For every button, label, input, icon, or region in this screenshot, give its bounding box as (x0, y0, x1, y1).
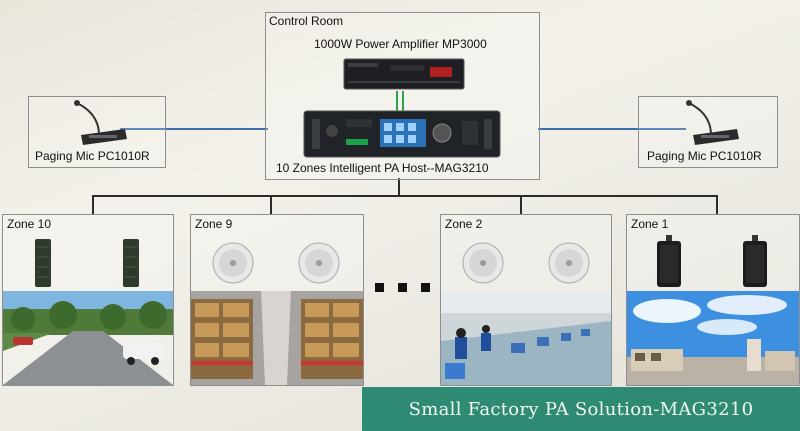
ceiling-speaker-icon (212, 242, 254, 284)
wall-box-speaker-icon (743, 235, 767, 287)
wall-box-speaker-icon (657, 235, 681, 287)
power-amplifier-device (343, 58, 465, 90)
ceiling-speaker-icon (548, 242, 590, 284)
paging-mic-right-box: Paging Mic PC1010R (638, 96, 778, 168)
warehouse-photo (191, 291, 363, 385)
more-zones-ellipsis (375, 283, 430, 292)
zone-2-box: Zone 2 (440, 214, 612, 386)
zone-9-box: Zone 9 (190, 214, 364, 386)
trunk-line (398, 178, 400, 196)
mic-right-link (538, 128, 686, 130)
parking-lot-photo (3, 291, 173, 385)
factory-building-photo (627, 291, 799, 385)
paging-mic-icon (74, 100, 127, 145)
solution-banner: Small Factory PA Solution-MAG3210 (362, 387, 800, 431)
drop-zone1 (716, 195, 718, 215)
ceiling-speaker-icon (462, 242, 504, 284)
drop-zone2 (520, 195, 522, 215)
zone-10-title: Zone 10 (7, 217, 52, 231)
drop-zone9 (270, 195, 272, 215)
paging-mic-left-label: Paging Mic PC1010R (35, 149, 150, 163)
control-room-box: Control Room 1000W Power Amplifier MP300… (265, 12, 540, 180)
audio-link-2 (402, 91, 404, 111)
distribution-bus (92, 195, 718, 197)
banner-title: Small Factory PA Solution-MAG3210 (408, 398, 754, 420)
host-label: 10 Zones Intelligent PA Host--MAG3210 (276, 161, 489, 175)
zone-9-title: Zone 9 (195, 217, 233, 231)
audio-link-1 (396, 91, 398, 111)
column-speaker-icon (35, 239, 51, 287)
pa-host-device (303, 110, 501, 158)
column-speaker-icon (123, 239, 139, 287)
ceiling-speaker-icon (298, 242, 340, 284)
paging-mic-left-box: Paging Mic PC1010R (28, 96, 166, 168)
paging-mic-icon (686, 100, 739, 145)
zone-1-box: Zone 1 (626, 214, 800, 386)
mic-left-link (120, 128, 268, 130)
drop-zone10 (92, 195, 94, 215)
zone-2-title: Zone 2 (445, 217, 483, 231)
zone-10-box: Zone 10 (2, 214, 174, 386)
zone-1-title: Zone 1 (631, 217, 669, 231)
amplifier-label: 1000W Power Amplifier MP3000 (314, 37, 487, 51)
paging-mic-right-label: Paging Mic PC1010R (647, 149, 762, 163)
factory-floor-photo (441, 291, 611, 385)
control-room-title: Control Room (269, 14, 344, 28)
